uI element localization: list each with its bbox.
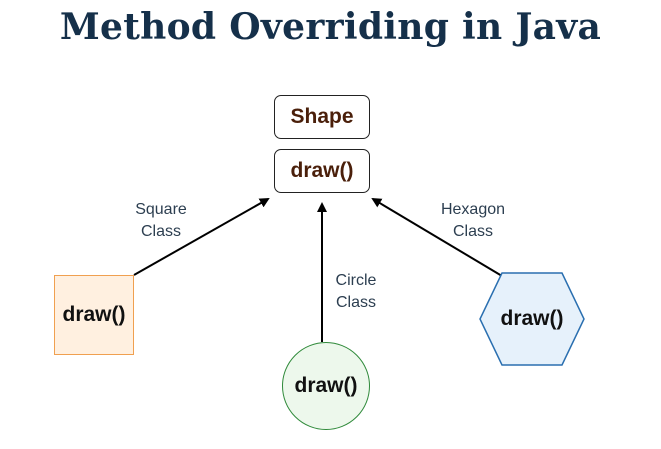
square-class-label: Square Class xyxy=(118,199,204,243)
square-label-line1: Square xyxy=(135,201,187,218)
shape-draw-method-box: draw() xyxy=(274,149,370,193)
square-draw-box: draw() xyxy=(54,275,134,355)
hexagon-label-line2: Class xyxy=(452,223,493,240)
diagram-title: Method Overriding in Java xyxy=(59,6,602,48)
hexagon-class-label: Hexagon Class xyxy=(428,199,518,243)
circle-label-line1: Circle xyxy=(335,272,377,289)
hexagon-label-line1: Hexagon xyxy=(440,201,506,218)
circle-draw-node: draw() xyxy=(282,342,370,430)
arrow-square-to-shape xyxy=(133,198,270,276)
circle-class-label: Circle Class xyxy=(316,270,396,314)
circle-label-line2: Class xyxy=(335,294,376,311)
hexagon-shape xyxy=(479,272,585,366)
shape-class-box: Shape xyxy=(274,95,370,139)
arrow-hexagon-to-shape xyxy=(371,197,503,277)
hexagon-draw-text: draw() xyxy=(500,307,564,330)
square-label-line2: Class xyxy=(140,223,181,240)
